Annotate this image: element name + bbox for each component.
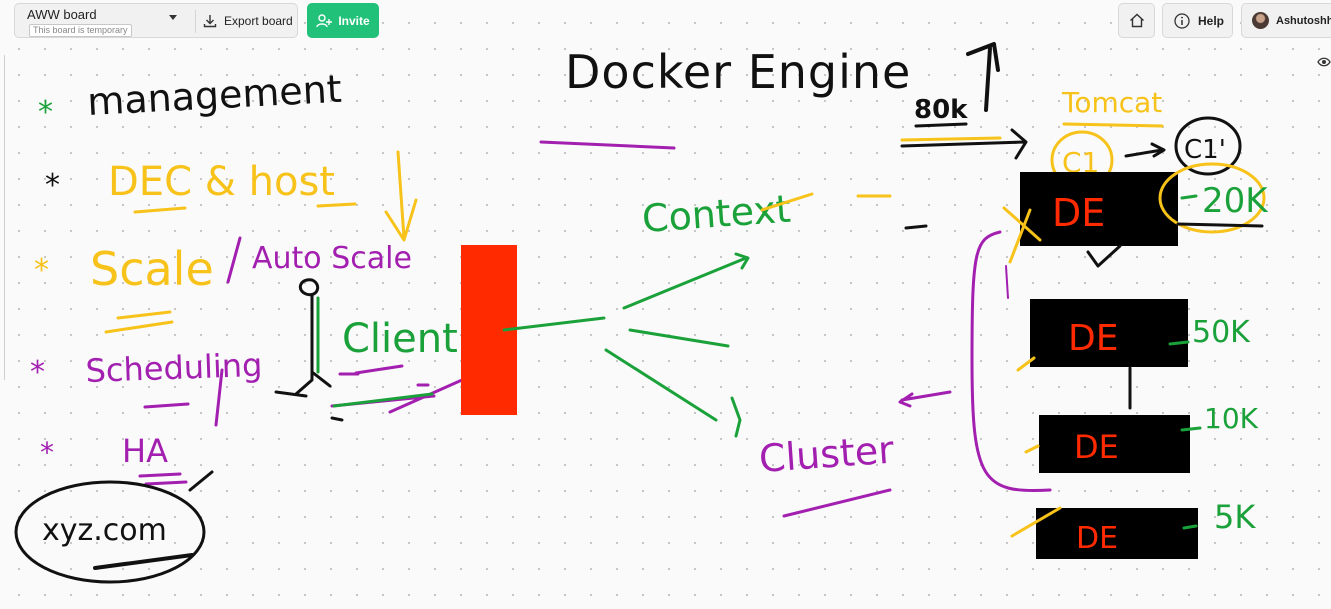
link-red-client: [502, 316, 606, 332]
de-3-mark: [1024, 444, 1040, 454]
stick-figure: [274, 278, 344, 422]
underline-scale: [104, 310, 174, 334]
bullet-scale: *: [34, 253, 49, 288]
left-panel-edge: [0, 55, 5, 380]
ellipse-flick: [188, 470, 214, 492]
load-50k-dash: [1168, 340, 1190, 346]
de-label-2: DE: [1068, 318, 1118, 359]
home-icon: [1129, 13, 1144, 28]
board-name: AWW board: [27, 7, 97, 22]
text-client: Client: [342, 316, 458, 362]
load-10k: 10K: [1204, 402, 1259, 435]
text-domain: xyz.com: [42, 513, 167, 548]
underline-host: [316, 202, 357, 208]
slash-purple: [226, 236, 242, 284]
add-user-icon: [316, 13, 333, 27]
bullet-ha: *: [40, 436, 54, 469]
eye-icon[interactable]: [1317, 56, 1331, 68]
text-scale: Scale: [90, 242, 214, 296]
traffic-arrow: [900, 128, 1028, 160]
text-cluster: Cluster: [758, 428, 896, 481]
traffic-arrow-orange: [900, 136, 1002, 142]
de-box-2: [1030, 299, 1188, 367]
up-arrow: [966, 42, 1000, 112]
download-icon: [203, 15, 217, 28]
toolbar-divider: [195, 10, 196, 33]
load-20k: 20K: [1202, 181, 1269, 221]
domain-ellipse: [14, 480, 206, 584]
load-5k-dash: [1182, 524, 1198, 530]
load-10k-dash: [1180, 426, 1202, 432]
help-label: Help: [1198, 13, 1225, 28]
text-management: management: [86, 67, 343, 124]
client-green-line: [332, 392, 434, 408]
de-label-3: DE: [1074, 428, 1119, 466]
arrow-to-cluster: [604, 348, 742, 438]
load-20k-circle: [1158, 162, 1266, 234]
de-label-4: DE: [1076, 521, 1118, 556]
de-2-mark: [1016, 356, 1036, 372]
cluster-bracket: [970, 230, 1052, 493]
help-button[interactable]: Help: [1162, 3, 1233, 38]
underline-tomcat: [1062, 122, 1164, 128]
c1-arrow: [1124, 142, 1166, 158]
load-20k-arrow: [1180, 194, 1198, 200]
de-1-tick: [1086, 244, 1122, 268]
load-50k: 50K: [1192, 315, 1251, 350]
client-marks: [330, 364, 464, 414]
user-name: Ashutoshh S: [1276, 14, 1331, 27]
purple-dash: [539, 140, 676, 150]
invite-label: Invite: [338, 13, 370, 28]
underline-domain: [93, 553, 194, 570]
bullet-dec: *: [45, 168, 60, 203]
context-underline: [760, 192, 892, 212]
underline-ha: [138, 472, 188, 486]
arrow-to-context: [622, 252, 750, 310]
arrow-middle: [628, 328, 730, 348]
invite-button[interactable]: Invite: [307, 3, 379, 38]
text-context: Context: [641, 187, 793, 241]
title-docker-engine: Docker Engine: [565, 45, 911, 99]
chevron-down-icon[interactable]: [169, 15, 177, 20]
de-4-strike: [1010, 506, 1062, 538]
user-menu[interactable]: Ashutoshh S: [1241, 3, 1331, 38]
board-temporary-tag: This board is temporary: [29, 24, 132, 37]
underline-scheduling: [143, 368, 224, 427]
text-scheduling: Scheduling: [85, 346, 263, 390]
cluster-arrow: [898, 390, 952, 408]
load-5k: 5K: [1214, 498, 1256, 536]
text-c1-prime: C1': [1184, 135, 1226, 165]
cluster-underline: [782, 488, 892, 518]
black-dash: [904, 224, 928, 230]
c1-prime-circle: [1174, 116, 1242, 176]
load-20k-underline: [1176, 222, 1264, 228]
de-label-1: DE: [1052, 191, 1105, 235]
underline-80k: [914, 122, 968, 128]
de-1-strike: [1002, 206, 1042, 264]
text-dec-host: DEC & host: [108, 159, 335, 205]
de-box-4: [1036, 508, 1198, 559]
de-box-1: [1020, 172, 1178, 246]
underline-dec: [133, 206, 187, 214]
board-selector[interactable]: AWW board This board is temporary Export…: [14, 3, 298, 38]
export-board-label: Export board: [224, 14, 293, 28]
avatar: [1252, 12, 1269, 29]
text-80k: 80k: [914, 95, 968, 125]
text-auto-scale: Auto Scale: [252, 241, 412, 276]
bullet-scheduling: *: [30, 355, 45, 390]
info-icon: [1174, 12, 1190, 29]
arrow-down-orange: [384, 150, 418, 242]
bullet-management: *: [38, 95, 53, 130]
text-tomcat: Tomcat: [1061, 86, 1162, 119]
home-button[interactable]: [1118, 3, 1155, 38]
text-ha: HA: [122, 432, 168, 470]
de-box-3: [1039, 415, 1190, 473]
board-toolbar: AWW board This board is temporary Export…: [14, 3, 298, 38]
cluster-tick: [1005, 265, 1009, 299]
export-board-button[interactable]: Export board: [203, 8, 293, 34]
